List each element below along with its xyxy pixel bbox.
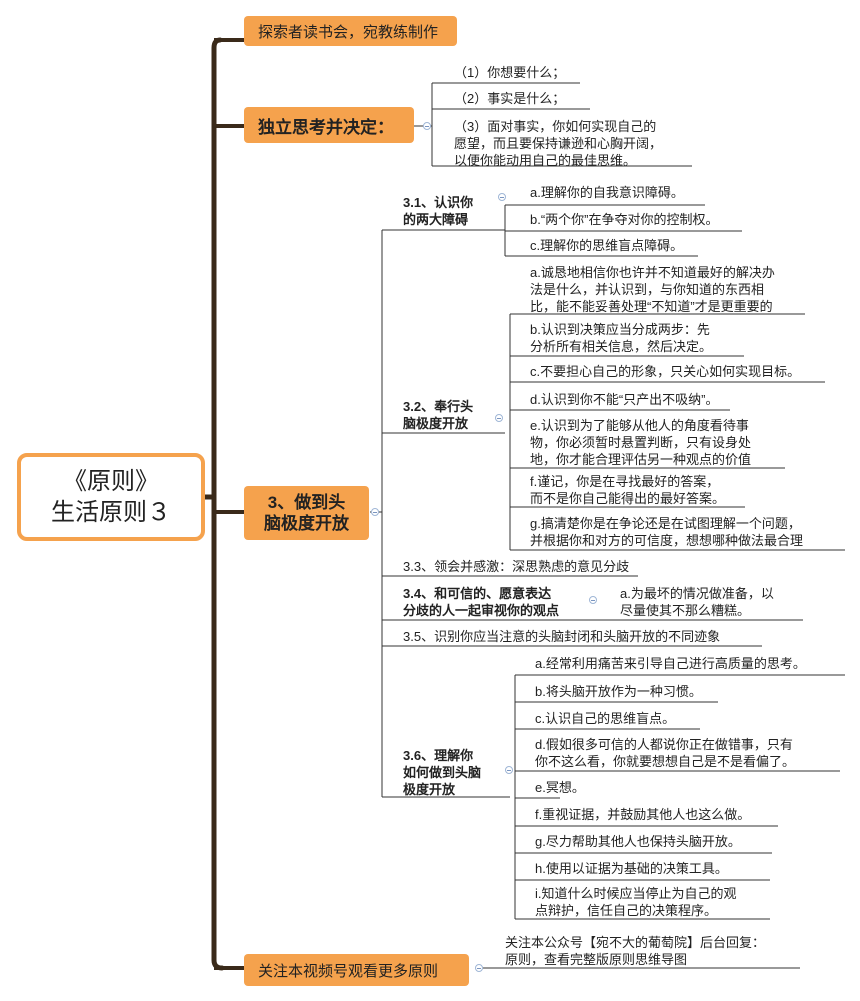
s32-item-e: e.认识到为了能够从他人的角度看待事 物，你必须暂时悬置判断，只有设身处 地，你… — [530, 418, 752, 467]
s32-item-g: g.搞清楚你是在争论还是在试图理解一个问题， 并根据你和对方的可信度，想想哪种做… — [530, 516, 804, 548]
s36-item-g: g.尽力帮助其他人也保持头脑开放。 — [535, 834, 741, 849]
collapse-3-2-icon[interactable] — [495, 414, 503, 422]
follow-note: 关注本公众号【宛不大的葡萄院】后台回复： 原则，查看完整版原则思维导图 — [505, 935, 766, 967]
s36-item-h: h.使用以证据为基础的决策工具。 — [535, 861, 728, 876]
section-3-3-label: 3.3、领会并感激：深思熟虑的意见分歧 — [403, 559, 630, 574]
section-3-1-label: 3.1、认识你 的两大障碍 — [403, 195, 474, 227]
s36-item-e: e.冥想。 — [535, 780, 585, 795]
collapse-3-4-icon[interactable] — [589, 596, 597, 604]
s32-item-b: b.认识到决策应当分成两步：先 分析所有相关信息，然后决定。 — [530, 322, 713, 354]
s31-item-b: b.“两个你”在争夺对你的控制权。 — [530, 212, 719, 227]
independent-item-2: （2）事实是什么； — [454, 91, 566, 106]
s32-item-d: d.认识到你不能“只产出不吸纳”。 — [530, 392, 719, 407]
s31-item-a: a.理解你的自我意识障碍。 — [530, 185, 684, 200]
section-3-2-label: 3.2、奉行头 脑极度开放 — [403, 399, 474, 431]
s32-item-a: a.诚恳地相信你也许并不知道最好的解决办 法是什么，并认识到，与你知道的东西相 … — [530, 265, 775, 314]
branch-open-mind-line2: 脑极度开放 — [264, 514, 349, 533]
branch-open-mind-line1: 3、做到头 — [267, 493, 346, 512]
collapse-follow-icon[interactable] — [475, 964, 483, 972]
branch-independent[interactable]: 独立思考并决定： — [244, 107, 414, 143]
branch-follow-label: 关注本视频号观看更多原则 — [258, 962, 439, 980]
branch-intro[interactable]: 探索者读书会，宛教练制作 — [244, 16, 457, 46]
collapse-3-1-icon[interactable] — [498, 193, 506, 201]
collapse-independent-icon[interactable] — [423, 122, 431, 130]
s36-item-i: i.知道什么时候应当停止为自己的观 点辩护，信任自己的决策程序。 — [535, 886, 737, 918]
branch-independent-label: 独立思考并决定： — [258, 117, 394, 137]
s32-item-f: f.谨记，你是在寻找最好的答案， 而不是你自己能得出的最好答案。 — [530, 474, 726, 506]
collapse-3-6-icon[interactable] — [505, 766, 513, 774]
s36-item-a: a.经常利用痛苦来引导自己进行高质量的思考。 — [535, 656, 806, 671]
root-node[interactable]: 《原则》 生活原则３ — [17, 453, 205, 541]
s36-item-b: b.将头脑开放作为一种习惯。 — [535, 684, 702, 699]
branch-open-mind[interactable]: 3、做到头 脑极度开放 — [244, 486, 369, 540]
collapse-open-mind-icon[interactable] — [371, 508, 379, 516]
root-title-line1: 《原则》 — [63, 468, 159, 495]
section-3-4-label: 3.4、和可信的、愿意表达 分歧的人一起审视你的观点 — [403, 586, 560, 618]
s34-item-a: a.为最坏的情况做准备，以 尽量使其不那么糟糕。 — [620, 586, 774, 618]
independent-item-3: （3）面对事实，你如何实现自己的 愿望，而且要保持谦逊和心胸开阔， 以便你能动用… — [454, 119, 663, 168]
s31-item-c: c.理解你的思维盲点障碍。 — [530, 238, 684, 253]
section-3-5-label: 3.5、识别你应当注意的头脑封闭和头脑开放的不同迹象 — [403, 629, 721, 644]
s32-item-c: c.不要担心自己的形象，只关心如何实现目标。 — [530, 364, 801, 379]
independent-item-1: （1）你想要什么； — [454, 65, 566, 80]
s36-item-f: f.重视证据，并鼓励其他人也这么做。 — [535, 807, 751, 822]
root-title-line2: 生活原则３ — [51, 499, 171, 526]
s36-item-c: c.认识自己的思维盲点。 — [535, 711, 676, 726]
branch-follow[interactable]: 关注本视频号观看更多原则 — [244, 954, 469, 986]
branch-intro-label: 探索者读书会，宛教练制作 — [258, 23, 439, 41]
section-3-6-label: 3.6、理解你 如何做到头脑 极度开放 — [403, 748, 482, 797]
s36-item-d: d.假如很多可信的人都说你正在做错事，只有 你不这么看，你就要想想自己是不是看偏… — [535, 737, 796, 769]
